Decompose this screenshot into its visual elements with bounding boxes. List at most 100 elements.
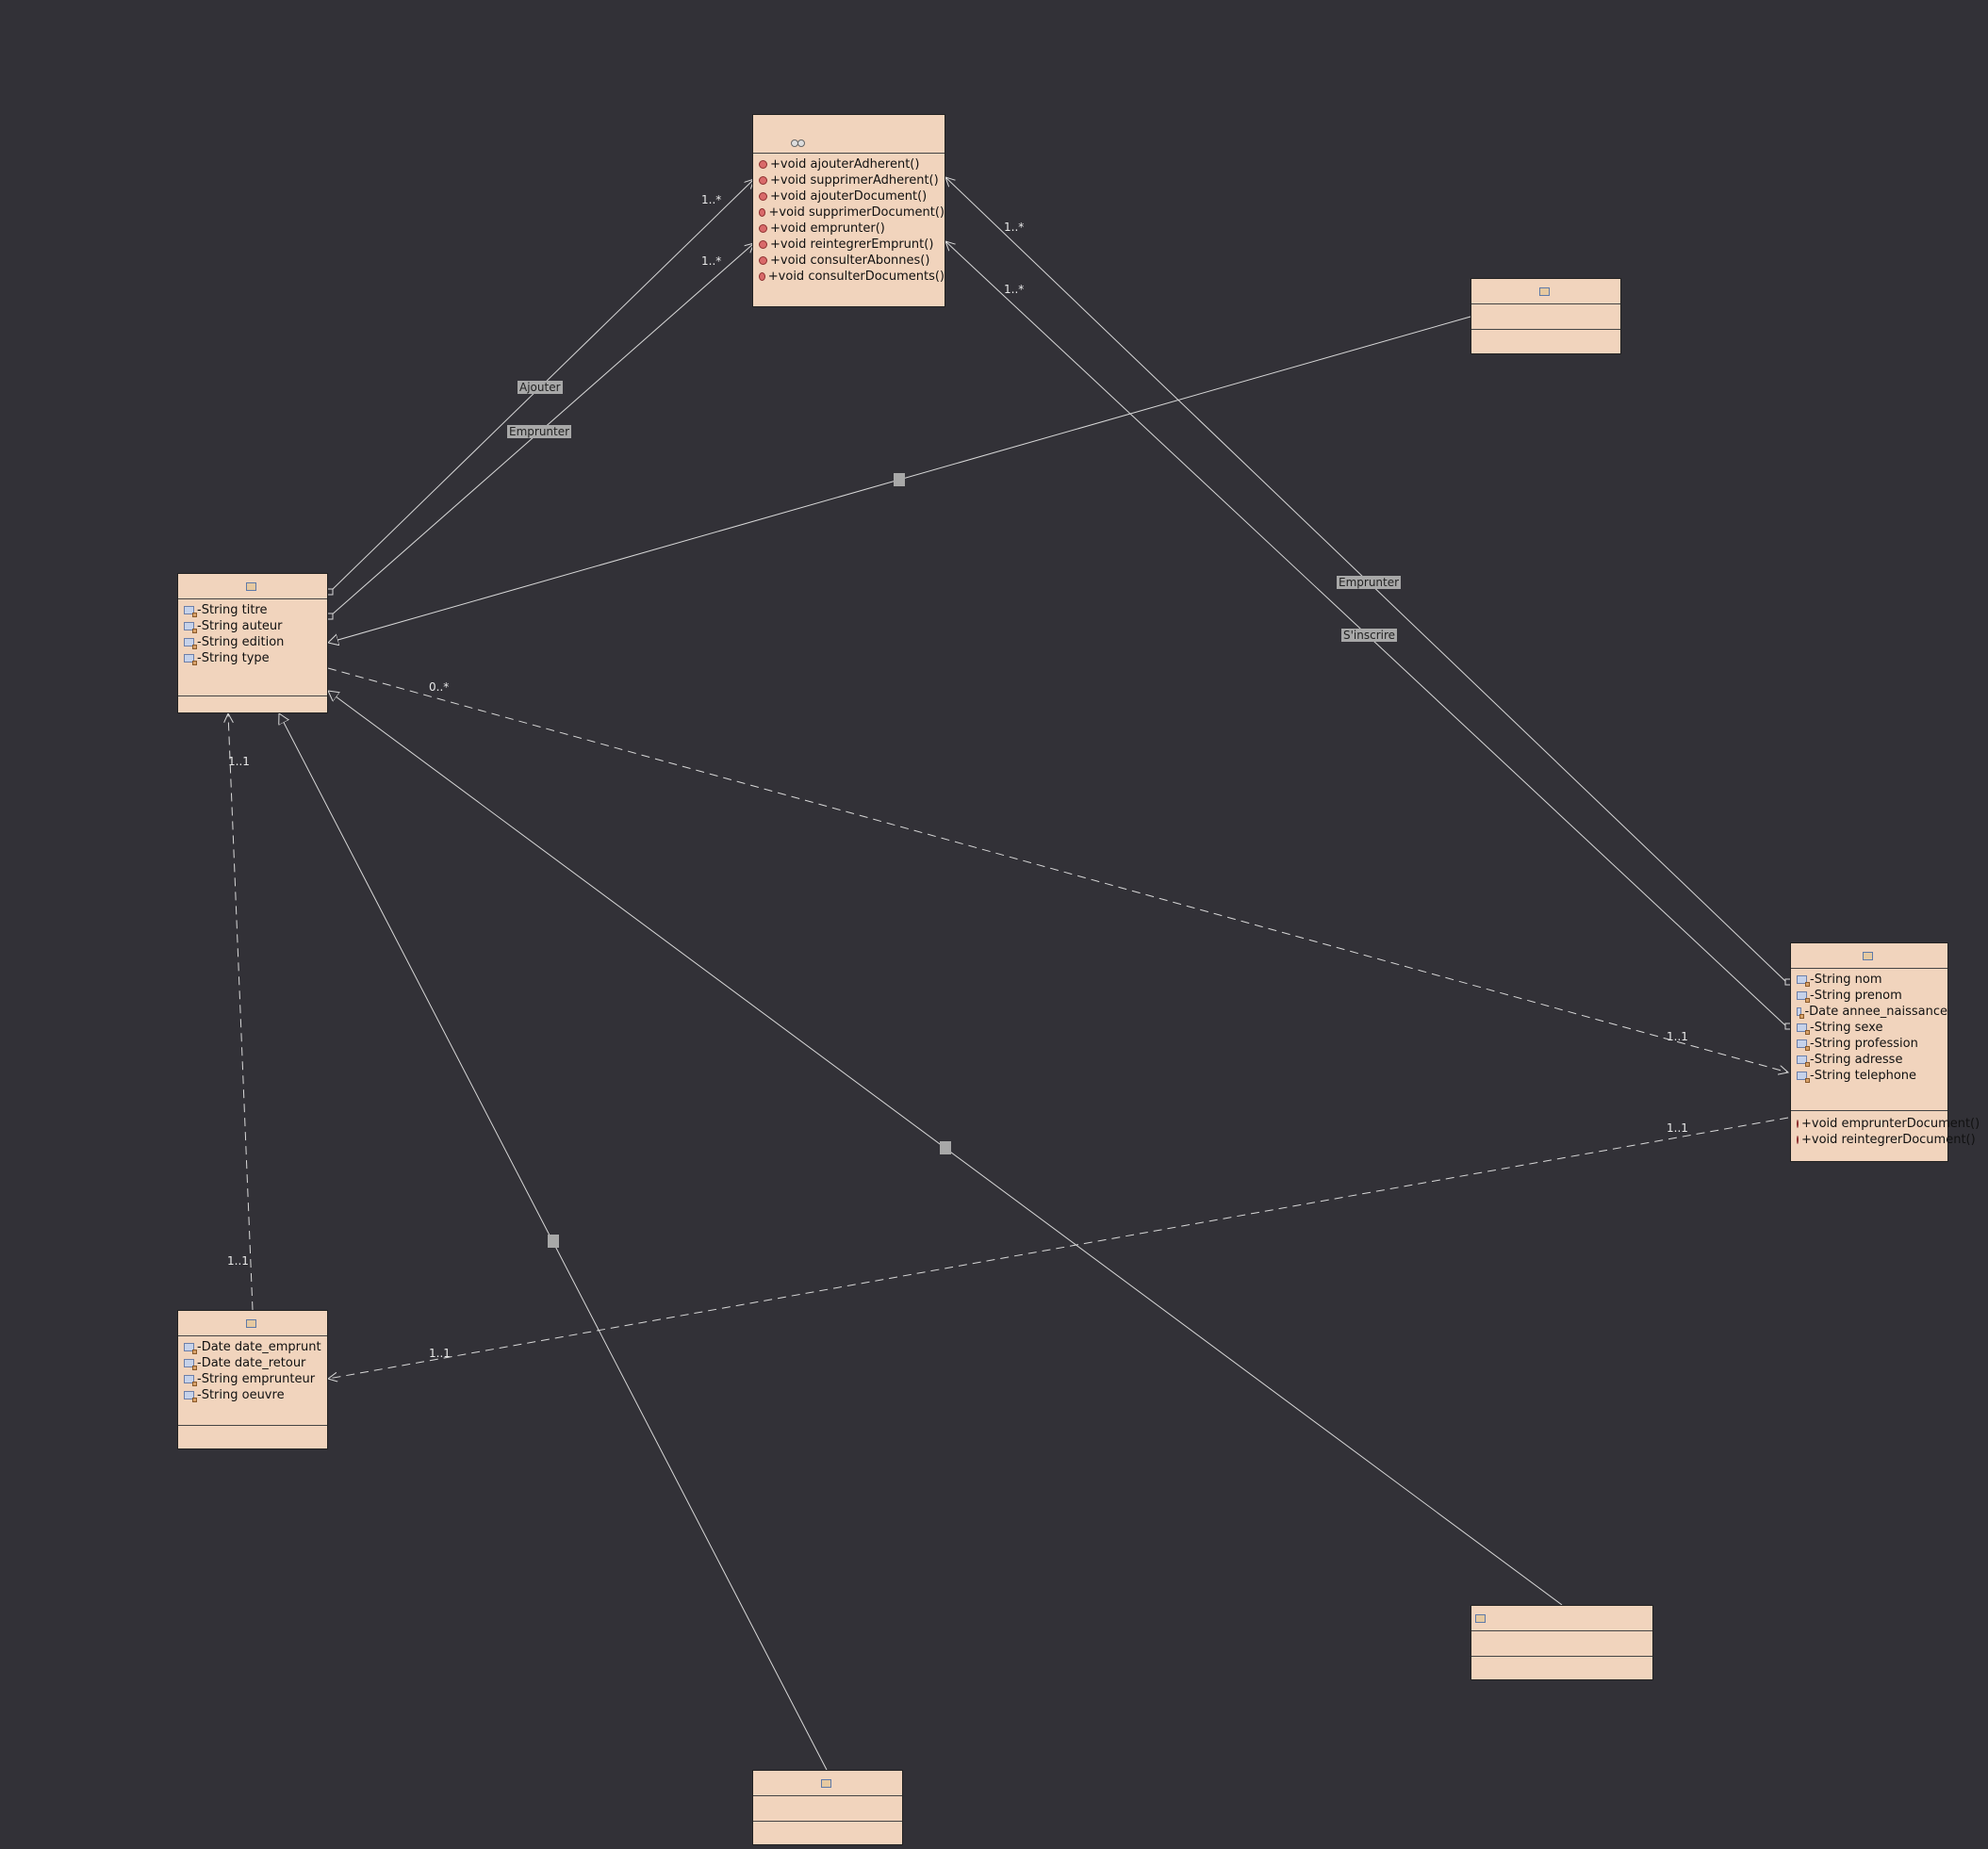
class-magazine-operations [753,1822,902,1824]
class-cd-rom-attributes [1471,1631,1652,1657]
class-document-attributes: -String titre -String auteur -String editi… [178,599,327,696]
method-icon [759,240,767,249]
attribute-row[interactable]: -String oeuvre [184,1387,327,1403]
dep-emprunt-doc-line[interactable] [228,713,254,1311]
operation-text: +void emprunterDocument() [1801,1117,1980,1131]
assoc-sinscrire-label: S'inscrire [1341,629,1398,642]
attribute-text: -String emprunteur [197,1372,316,1386]
class-emprunt-operations [178,1426,327,1429]
assoc-emprunter-adh-label: Emprunter [1337,576,1402,589]
dep-doc-adh-line[interactable] [327,667,1788,1072]
attribute-row[interactable]: -String emprunteur [184,1371,327,1387]
operation-text: +void supprimerAdherent() [770,173,939,188]
method-icon [759,224,767,233]
method-icon [759,160,767,169]
method-icon [759,176,767,185]
attribute-text: -String titre [197,603,268,617]
attribute-row[interactable]: -String profession [1797,1036,1947,1052]
attribute-text: -String auteur [197,619,283,633]
attribute-row[interactable]: -String sexe [1797,1020,1947,1036]
field-icon [184,654,197,665]
mult-adh-emprunt-end: 1..1 [429,1347,451,1360]
attribute-row[interactable]: -String titre [184,602,327,618]
operation-row[interactable]: +void consulterDocuments() [759,269,945,285]
attribute-row[interactable]: -String nom [1797,972,1947,988]
attribute-row[interactable]: -Date date_emprunt [184,1339,327,1355]
class-livre[interactable] [1470,278,1621,354]
class-livre-operations [1471,330,1620,333]
attribute-row[interactable]: -String adresse [1797,1052,1947,1068]
mult-adh-emprunt-start: 1..1 [1667,1121,1688,1135]
operation-row[interactable]: +void ajouterAdherent() [759,156,945,172]
class-adherent[interactable]: -String nom-String prenom-Date annee_nai… [1790,942,1980,1162]
attribute-text: -Date date_emprunt [197,1340,321,1354]
operation-text: +void ajouterAdherent() [770,157,920,172]
operation-row[interactable]: +void reintegrerEmprunt() [759,237,945,253]
field-icon [1797,1072,1810,1083]
class-cd-rom[interactable] [1470,1605,1653,1680]
attribute-text: -String sexe [1810,1021,1883,1035]
method-icon [1797,1136,1799,1144]
mult-emprunter-adh-end: 1..* [1004,221,1025,234]
class-cd-rom-operations [1471,1657,1652,1660]
field-icon [1797,975,1810,987]
class-emprunt-attributes: -Date date_emprunt -Date date_retour -Stri… [178,1336,327,1426]
operation-row[interactable]: +void consulterAbonnes() [759,253,945,269]
assoc-ajouter-label: Ajouter [518,381,563,394]
field-icon [184,638,197,649]
mult-ajouter-end: 1..* [701,193,722,206]
attribute-row[interactable]: -String type [184,650,327,666]
class-magazine[interactable] [752,1770,903,1845]
mult-doc-adh-end: 1..1 [1667,1030,1688,1043]
operation-row[interactable]: +void supprimerDocument() [759,205,945,221]
class-icon [1862,952,1873,960]
dep-adh-emprunt-line[interactable] [328,1117,1789,1379]
class-document[interactable]: -String titre -String auteur -String editi… [177,573,328,713]
class-icon [820,1779,831,1788]
operation-text: +void consulterAbonnes() [770,254,930,268]
attribute-row[interactable]: -String telephone [1797,1068,1947,1084]
class-emprunt[interactable]: -Date date_emprunt -Date date_retour -Stri… [177,1310,328,1449]
interface-icon [791,139,805,147]
method-icon [759,208,766,217]
field-icon [1797,991,1810,1003]
field-icon [184,622,197,633]
operation-text: +void reintegrerDocument() [1801,1133,1976,1147]
attribute-text: -Date date_retour [197,1356,306,1370]
class-document-operations [178,696,327,699]
attribute-text: -String edition [197,635,285,649]
attribute-row[interactable]: -Date annee_naissance [1797,1004,1947,1020]
field-icon [184,1391,197,1402]
class-icon [245,582,256,591]
attribute-text: -String telephone [1810,1069,1917,1083]
gen-livre-label [894,473,905,486]
attribute-text: -String nom [1810,973,1882,987]
class-bibliothecaire[interactable]: +void ajouterAdherent()+void supprimerAd… [752,114,945,307]
class-icon [1475,1614,1486,1623]
attribute-text: -String profession [1810,1037,1918,1051]
mult-emprunter-doc-end: 1..* [701,254,722,268]
operation-text: +void supprimerDocument() [768,205,945,220]
attribute-row[interactable]: -String prenom [1797,988,1947,1004]
method-icon [759,256,767,265]
operation-row[interactable]: +void supprimerAdherent() [759,172,945,188]
operation-row[interactable]: +void ajouterDocument() [759,188,945,205]
attribute-row[interactable]: -String edition [184,634,327,650]
gen-cdrom-label [940,1141,951,1154]
attribute-row[interactable]: -Date date_retour [184,1355,327,1371]
operation-row[interactable]: +void reintegrerDocument() [1797,1132,1976,1148]
mult-doc-adh-start: 0..* [429,680,450,694]
class-icon [1538,287,1550,296]
class-adherent-operations: +void emprunterDocument() +void reintegre… [1791,1111,1980,1148]
attribute-text: -String adresse [1810,1053,1903,1067]
method-icon [759,192,767,201]
class-magazine-attributes [753,1796,902,1822]
operation-row[interactable]: +void emprunterDocument() [1797,1116,1980,1132]
operation-row[interactable]: +void emprunter() [759,221,945,237]
attribute-row[interactable]: -String auteur [184,618,327,634]
operation-text: +void consulterDocuments() [767,270,945,284]
operation-text: +void reintegrerEmprunt() [770,237,934,252]
field-icon [1797,1023,1810,1035]
assoc-emprunter-doc-label: Emprunter [507,425,572,438]
